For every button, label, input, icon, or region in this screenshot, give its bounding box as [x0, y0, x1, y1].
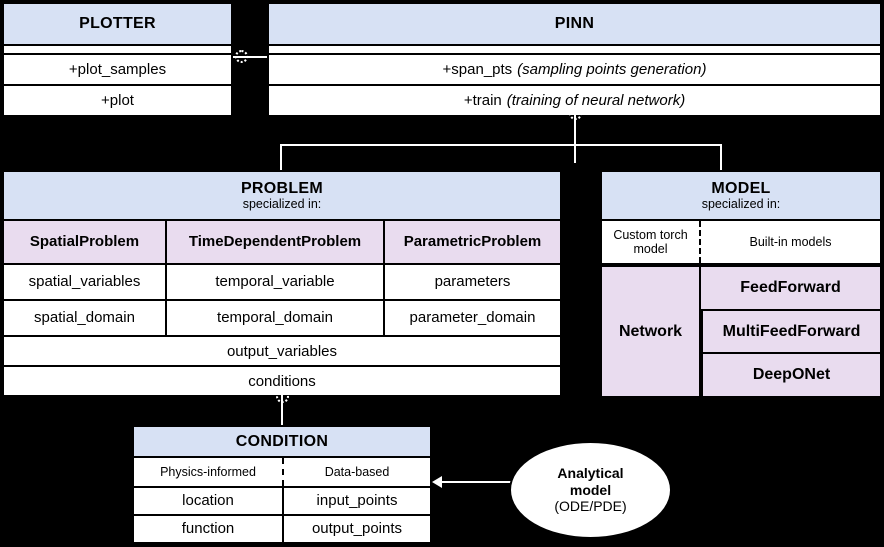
- condition-title: CONDITION: [235, 432, 329, 450]
- problem-attr-temporal-variable[interactable]: temporal_variable: [165, 265, 383, 299]
- model-category-row: Custom torch model Built-in models: [602, 221, 880, 263]
- problem-shared-output-variables[interactable]: output_variables: [4, 335, 560, 365]
- plotter-method-0[interactable]: +plot_samples: [4, 53, 231, 84]
- arrowhead-to-condition: [432, 476, 442, 488]
- class-box-pinn[interactable]: PINN +span_pts (sampling points generati…: [267, 2, 882, 115]
- problem-header: PROBLEM specialized in:: [4, 172, 560, 221]
- condition-category-physics[interactable]: Physics-informed: [134, 458, 282, 486]
- class-box-condition[interactable]: CONDITION Physics-informed Data-based lo…: [132, 425, 432, 542]
- connector-fork-bar: [280, 144, 722, 146]
- condition-attr-function[interactable]: function: [134, 516, 282, 542]
- model-builtin-deeponet[interactable]: DeepONet: [701, 352, 880, 397]
- problem-shared-conditions[interactable]: conditions: [4, 365, 560, 395]
- pinn-title: PINN: [554, 15, 595, 33]
- pinn-attributes-compartment: [269, 46, 880, 53]
- pinn-header: PINN: [269, 4, 880, 46]
- class-box-plotter[interactable]: PLOTTER +plot_samples +plot: [2, 2, 233, 115]
- socket-plotter-pinn: [235, 50, 248, 63]
- problem-attr-spatial-variables[interactable]: spatial_variables: [4, 265, 165, 299]
- analytical-model-ellipse[interactable]: Analytical model (ODE/PDE): [509, 441, 672, 539]
- problem-subclass-spatial[interactable]: SpatialProblem: [4, 221, 165, 263]
- condition-category-data[interactable]: Data-based: [282, 458, 430, 486]
- model-body: [602, 263, 880, 265]
- problem-title: PROBLEM: [240, 179, 324, 197]
- pinn-method-1[interactable]: +train (training of neural network): [269, 84, 880, 115]
- connector-pinn-stem: [574, 108, 576, 163]
- pinn-method-0-name: +span_pts: [442, 61, 513, 78]
- problem-subclass-row: SpatialProblem TimeDependentProblem Para…: [4, 221, 560, 263]
- plotter-attributes-compartment: [4, 46, 231, 53]
- pinn-method-0-note: (sampling points generation): [517, 61, 707, 78]
- model-builtin-multifeedforward[interactable]: MultiFeedForward: [701, 308, 880, 353]
- connector-problem-condition: [281, 394, 283, 426]
- condition-attr-location[interactable]: location: [134, 488, 282, 514]
- condition-row-0: location input_points: [134, 486, 430, 514]
- class-box-model[interactable]: MODEL specialized in: Custom torch model…: [600, 170, 882, 397]
- problem-attr-parameter-domain[interactable]: parameter_domain: [383, 301, 560, 335]
- analytical-line-1: Analytical: [557, 465, 624, 482]
- plotter-title: PLOTTER: [79, 15, 156, 33]
- model-category-custom[interactable]: Custom torch model: [602, 221, 699, 263]
- model-subtitle: specialized in:: [701, 197, 781, 212]
- connector-branch-problem: [280, 144, 282, 170]
- pinn-method-1-name: +train: [463, 92, 502, 109]
- plotter-header: PLOTTER: [4, 4, 231, 46]
- connector-analytical-condition: [440, 481, 518, 483]
- model-category-builtin[interactable]: Built-in models: [699, 221, 880, 263]
- condition-attr-output-points[interactable]: output_points: [282, 516, 430, 542]
- condition-header: CONDITION: [134, 427, 430, 458]
- model-title: MODEL: [711, 179, 771, 197]
- model-header: MODEL specialized in:: [602, 172, 880, 221]
- plotter-method-1[interactable]: +plot: [4, 84, 231, 115]
- problem-attr-spatial-domain[interactable]: spatial_domain: [4, 301, 165, 335]
- problem-attr-row-1: spatial_domain temporal_domain parameter…: [4, 299, 560, 335]
- problem-attr-row-0: spatial_variables temporal_variable para…: [4, 263, 560, 299]
- condition-attr-input-points[interactable]: input_points: [282, 488, 430, 514]
- connector-branch-model: [720, 144, 722, 170]
- model-custom-network[interactable]: Network: [602, 267, 699, 396]
- problem-subclass-parametric[interactable]: ParametricProblem: [383, 221, 560, 263]
- pinn-method-0[interactable]: +span_pts (sampling points generation): [269, 53, 880, 84]
- problem-subtitle: specialized in:: [242, 197, 322, 212]
- connector-plotter-pinn: [233, 56, 267, 58]
- model-builtin-feedforward[interactable]: FeedForward: [701, 267, 880, 309]
- problem-attr-parameters[interactable]: parameters: [383, 265, 560, 299]
- analytical-line-3: (ODE/PDE): [554, 498, 627, 515]
- problem-subclass-timedependent[interactable]: TimeDependentProblem: [165, 221, 383, 263]
- condition-category-row: Physics-informed Data-based: [134, 458, 430, 486]
- problem-attr-temporal-domain[interactable]: temporal_domain: [165, 301, 383, 335]
- class-box-problem[interactable]: PROBLEM specialized in: SpatialProblem T…: [2, 170, 562, 395]
- analytical-line-2: model: [569, 481, 612, 498]
- pinn-method-1-note: (training of neural network): [506, 92, 686, 109]
- condition-row-1: function output_points: [134, 514, 430, 542]
